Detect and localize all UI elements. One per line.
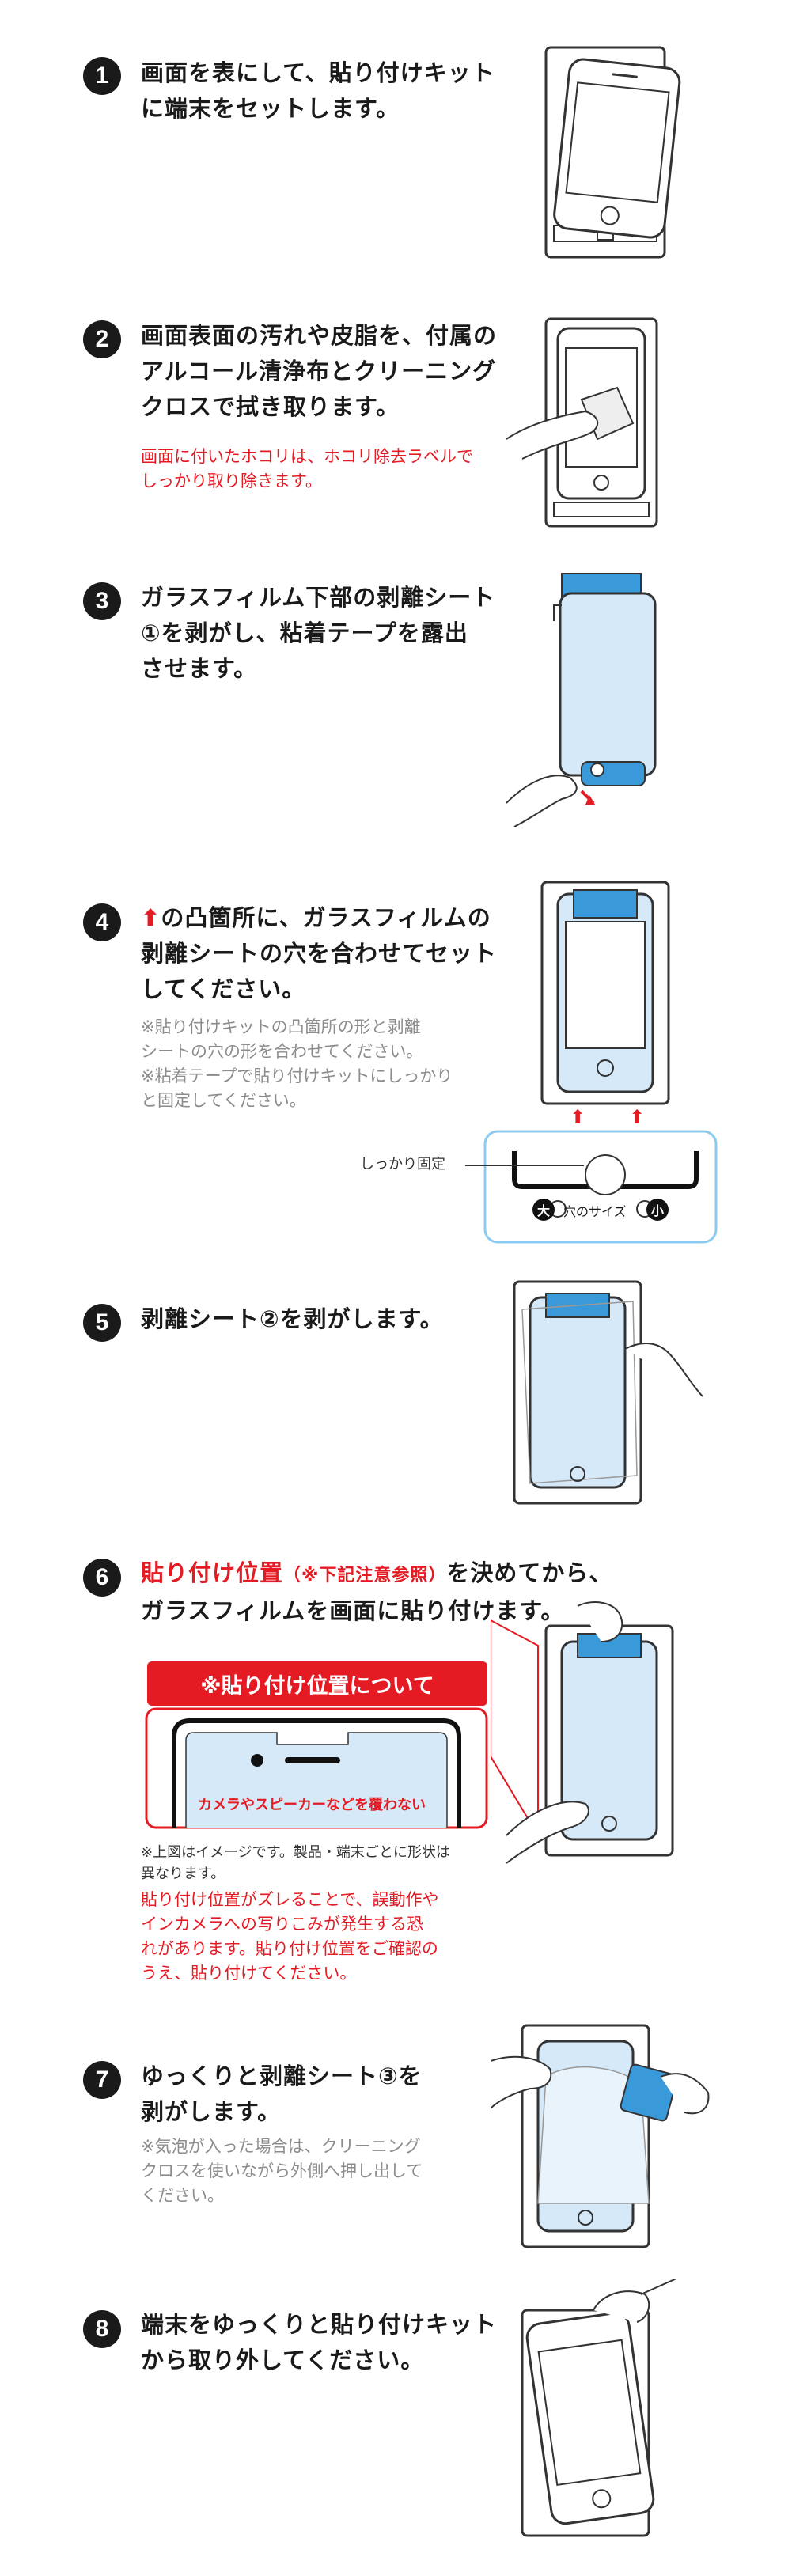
svg-text:⬆: ⬆: [629, 1106, 645, 1128]
badge-large: 大: [532, 1199, 555, 1221]
step-number: 1: [83, 57, 121, 95]
step-title: 画面を表にして、貼り付けキット に端末をセットします。: [141, 59, 495, 122]
step-note-red: 画面に付いたホコリは、ホコリ除去ラベルで しっかり取り除きます。: [141, 447, 473, 491]
step-title: ガラスフィルム下部の剥離シート ①を剥がし、粘着テープを露出 させます。: [141, 584, 496, 682]
badge-small: 小: [646, 1199, 669, 1221]
hole-size-label: 穴のサイズ: [563, 1204, 627, 1219]
film-peel-sheet1-illustration: [506, 573, 657, 827]
peel-sheet2-illustration: [513, 1280, 703, 1505]
wipe-screen-illustration: [506, 317, 658, 528]
film-set-on-kit-illustration: ⬆ ⬆: [540, 881, 670, 1128]
hand-icon: [506, 386, 635, 460]
kit-with-phone-illustration: [544, 46, 681, 259]
position-warning-banner: ※貼り付け位置について: [147, 1661, 487, 1706]
step-note-gray: ※気泡が入った場合は、クリーニング クロスを使いながら外側へ押し出して ください…: [141, 2137, 423, 2205]
peel-sheet3-illustration: [491, 2024, 710, 2248]
remove-phone-illustration: [521, 2279, 677, 2537]
step-note-small: ※上図はイメージです。製品・端末ごとに形状は 異なります。: [141, 1844, 450, 1882]
step-title: 貼り付け位置（※下記注意参照）を決めてから、 ガラスフィルムを画面に貼り付けます…: [141, 1559, 613, 1624]
step-title: ⬆の凸箇所に、ガラスフィルムの 剥離シートの穴を合わせてセット してください。: [141, 904, 498, 1002]
callout-label: しっかり固定: [360, 1156, 445, 1172]
apply-film-illustration: [491, 1601, 674, 1864]
step-number: 5: [83, 1304, 121, 1342]
step-number: 6: [83, 1559, 121, 1597]
step-number: 4: [83, 903, 121, 941]
svg-text:⬆: ⬆: [570, 1106, 585, 1128]
diagram-label: カメラやスピーカーなどを覆わない: [198, 1797, 426, 1813]
step-number: 3: [83, 582, 121, 620]
callout-line: [465, 1165, 584, 1166]
step-number: 2: [83, 320, 121, 358]
step-title: 端末をゆっくりと貼り付けキット から取り外してください。: [141, 2311, 498, 2373]
position-diagram: [145, 1707, 488, 1829]
step-note-red: 貼り付け位置がズレることで、誤動作や インカメラへの写りこみが発生する恐 れがあ…: [141, 1890, 439, 1983]
arrow-up-icon: ⬆: [141, 904, 161, 931]
step-note-gray: ※貼り付けキットの凸箇所の形と剥離 シートの穴の形を合わせてください。 ※粘着テ…: [141, 1017, 453, 1110]
step-title: ゆっくりと剥離シート③を 剥がします。: [141, 2063, 423, 2125]
step-title: 画面表面の汚れや皮脂を、付属の アルコール清浄布とクリーニング クロスで拭き取り…: [141, 322, 498, 420]
step-number: 7: [83, 2061, 121, 2099]
callout-zoom-frame: [483, 1130, 718, 1244]
step-number: 8: [83, 2310, 121, 2348]
step-title: 剥離シート②を剥がします。: [141, 1305, 444, 1332]
